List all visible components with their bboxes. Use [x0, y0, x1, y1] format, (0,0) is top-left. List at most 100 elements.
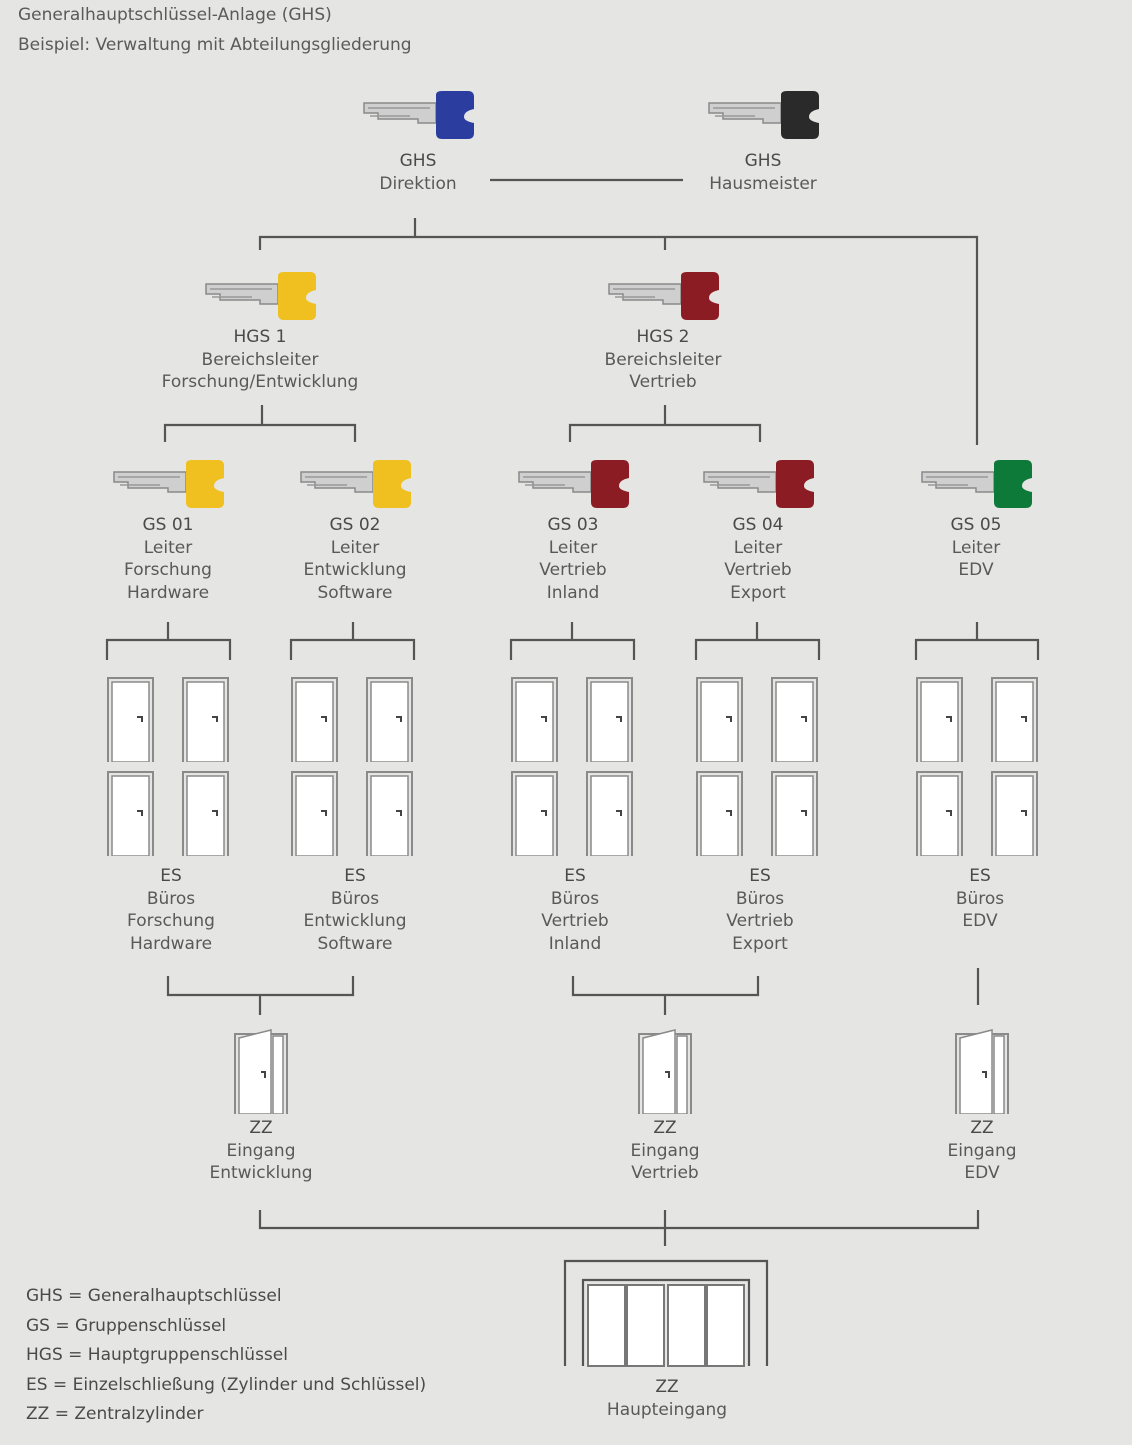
main-entrance-label-line: ZZ: [655, 1377, 679, 1397]
legend-item: HGS = Hauptgruppenschlüssel: [26, 1345, 288, 1366]
door-icon: [182, 676, 229, 763]
diagram-subtitle: Beispiel: Verwaltung mit Abteilungsglied…: [18, 35, 412, 55]
gs01-label-line: Hardware: [126, 582, 210, 603]
office-label-line: Software: [317, 933, 393, 954]
door-icon: [107, 676, 154, 763]
office-label-line: ES: [749, 866, 771, 886]
door-icon: [366, 770, 413, 857]
door-icon: [586, 770, 633, 857]
hgs1-label-line: HGS 1: [233, 327, 287, 347]
main-entrance-door: [587, 1284, 745, 1367]
door-icon: [991, 676, 1038, 763]
door-icon: [771, 676, 818, 763]
ghs-direktion-label-line: GHS: [399, 151, 437, 171]
gs03-label-line: Vertrieb: [539, 560, 607, 580]
door-icon: [182, 770, 229, 857]
legend-item: GS = Gruppenschlüssel: [26, 1315, 227, 1336]
gs02-label-line: Leiter: [330, 537, 380, 558]
hgs1-label-line: Bereichsleiter: [201, 349, 319, 370]
office-label-line: Vertrieb: [541, 911, 609, 931]
office-label-line: Büros: [146, 888, 196, 909]
gs04-label-line: Leiter: [733, 537, 783, 558]
hgs1-label-line: Forschung/Entwicklung: [161, 372, 359, 392]
entrance-label-line: Eingang: [947, 1140, 1017, 1161]
office-label-line: ES: [344, 866, 366, 886]
door-icon: [291, 676, 338, 763]
door-icon: [916, 676, 963, 763]
entrance-label-line: ZZ: [970, 1118, 994, 1138]
gs05-key-icon: [918, 458, 1036, 510]
hgs2-label-line: Vertrieb: [629, 372, 697, 392]
entrance-label-line: ZZ: [249, 1118, 273, 1138]
gs01-label-line: Forschung: [124, 560, 212, 580]
door-icon: [511, 770, 558, 857]
office-label-line: Büros: [735, 888, 785, 909]
legend-item: ES = Einzelschließung (Zylinder und Schl…: [26, 1374, 427, 1395]
door-icon: [916, 770, 963, 857]
gs01-label-line: Leiter: [143, 537, 193, 558]
office-label-line: ES: [160, 866, 182, 886]
gs03-label-line: Inland: [546, 582, 600, 603]
hgs2-label-line: Bereichsleiter: [604, 349, 722, 370]
office-label-line: Büros: [955, 888, 1005, 909]
ghs-hausmeister-key-icon: [705, 89, 823, 141]
ghs-hausmeister-label-line: Hausmeister: [709, 173, 817, 194]
entrance-label-line: Entwicklung: [209, 1163, 313, 1183]
office-label-line: ES: [564, 866, 586, 886]
gs04-label-line: Export: [730, 582, 786, 603]
main-entrance-label-line: Haupteingang: [606, 1399, 728, 1420]
office-label-line: Export: [732, 933, 788, 954]
door-icon: [291, 770, 338, 857]
entrance-label-line: Eingang: [226, 1140, 296, 1161]
office-label-line: Büros: [330, 888, 380, 909]
office-label-line: Entwicklung: [303, 911, 407, 931]
door-icon: [107, 770, 154, 857]
door-icon: [511, 676, 558, 763]
gs04-label-line: GS 04: [732, 515, 784, 535]
door-icon: [696, 676, 743, 763]
gs05-label-line: EDV: [958, 560, 994, 580]
entrance-label-line: Eingang: [630, 1140, 700, 1161]
office-label-line: Hardware: [129, 933, 213, 954]
entrance-label-line: ZZ: [653, 1118, 677, 1138]
door-icon: [771, 770, 818, 857]
ghs-hausmeister-label-line: GHS: [744, 151, 782, 171]
gs03-key-icon: [515, 458, 633, 510]
gs03-label-line: GS 03: [547, 515, 599, 535]
door-icon: [586, 676, 633, 763]
gs05-label-line: GS 05: [950, 515, 1002, 535]
hgs2-label-line: HGS 2: [636, 327, 690, 347]
office-label-line: Vertrieb: [726, 911, 794, 931]
ghs-direktion-key-icon: [360, 89, 478, 141]
legend: GHS = Generalhauptschlüssel GS = Gruppen…: [26, 1282, 426, 1430]
open-door-icon: [637, 1028, 693, 1115]
gs01-key-icon: [110, 458, 228, 510]
office-label-line: Büros: [550, 888, 600, 909]
gs03-label-line: Leiter: [548, 537, 598, 558]
hgs2-key-icon: [605, 270, 723, 322]
entrance-label-line: EDV: [964, 1163, 1000, 1183]
door-icon: [696, 770, 743, 857]
open-door-icon: [954, 1028, 1010, 1115]
office-label-line: Inland: [548, 933, 602, 954]
ghs-direktion-label-line: Direktion: [379, 173, 457, 194]
office-label-line: Forschung: [127, 911, 215, 931]
gs02-label-line: Entwicklung: [303, 560, 407, 580]
gs01-label-line: GS 01: [142, 515, 194, 535]
legend-item: ZZ = Zentralzylinder: [26, 1404, 204, 1425]
gs04-label-line: Vertrieb: [724, 560, 792, 580]
